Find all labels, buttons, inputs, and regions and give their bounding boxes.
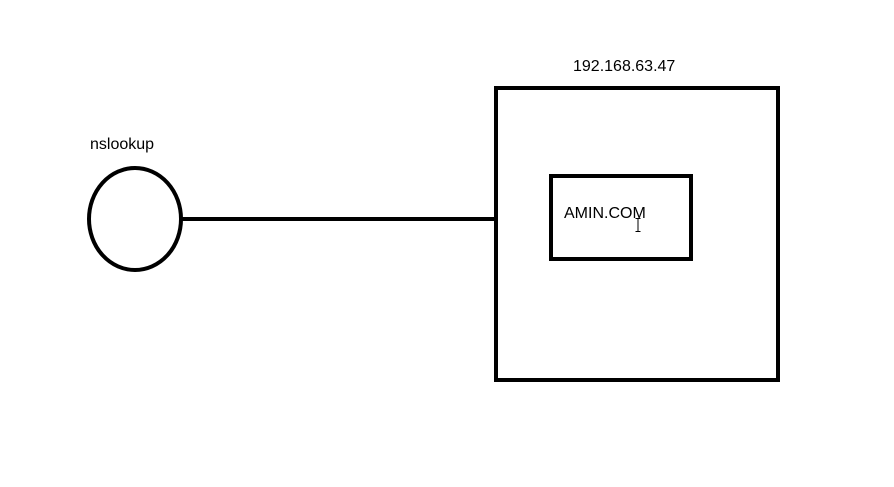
domain-record-box [549,174,693,261]
server-box [494,86,780,382]
server-ip-label: 192.168.63.47 [573,58,675,75]
text-ibeam-cursor-icon [635,218,641,232]
client-node-circle [87,166,183,272]
domain-label: AMIN.COM [564,205,646,222]
client-label: nslookup [90,136,154,153]
